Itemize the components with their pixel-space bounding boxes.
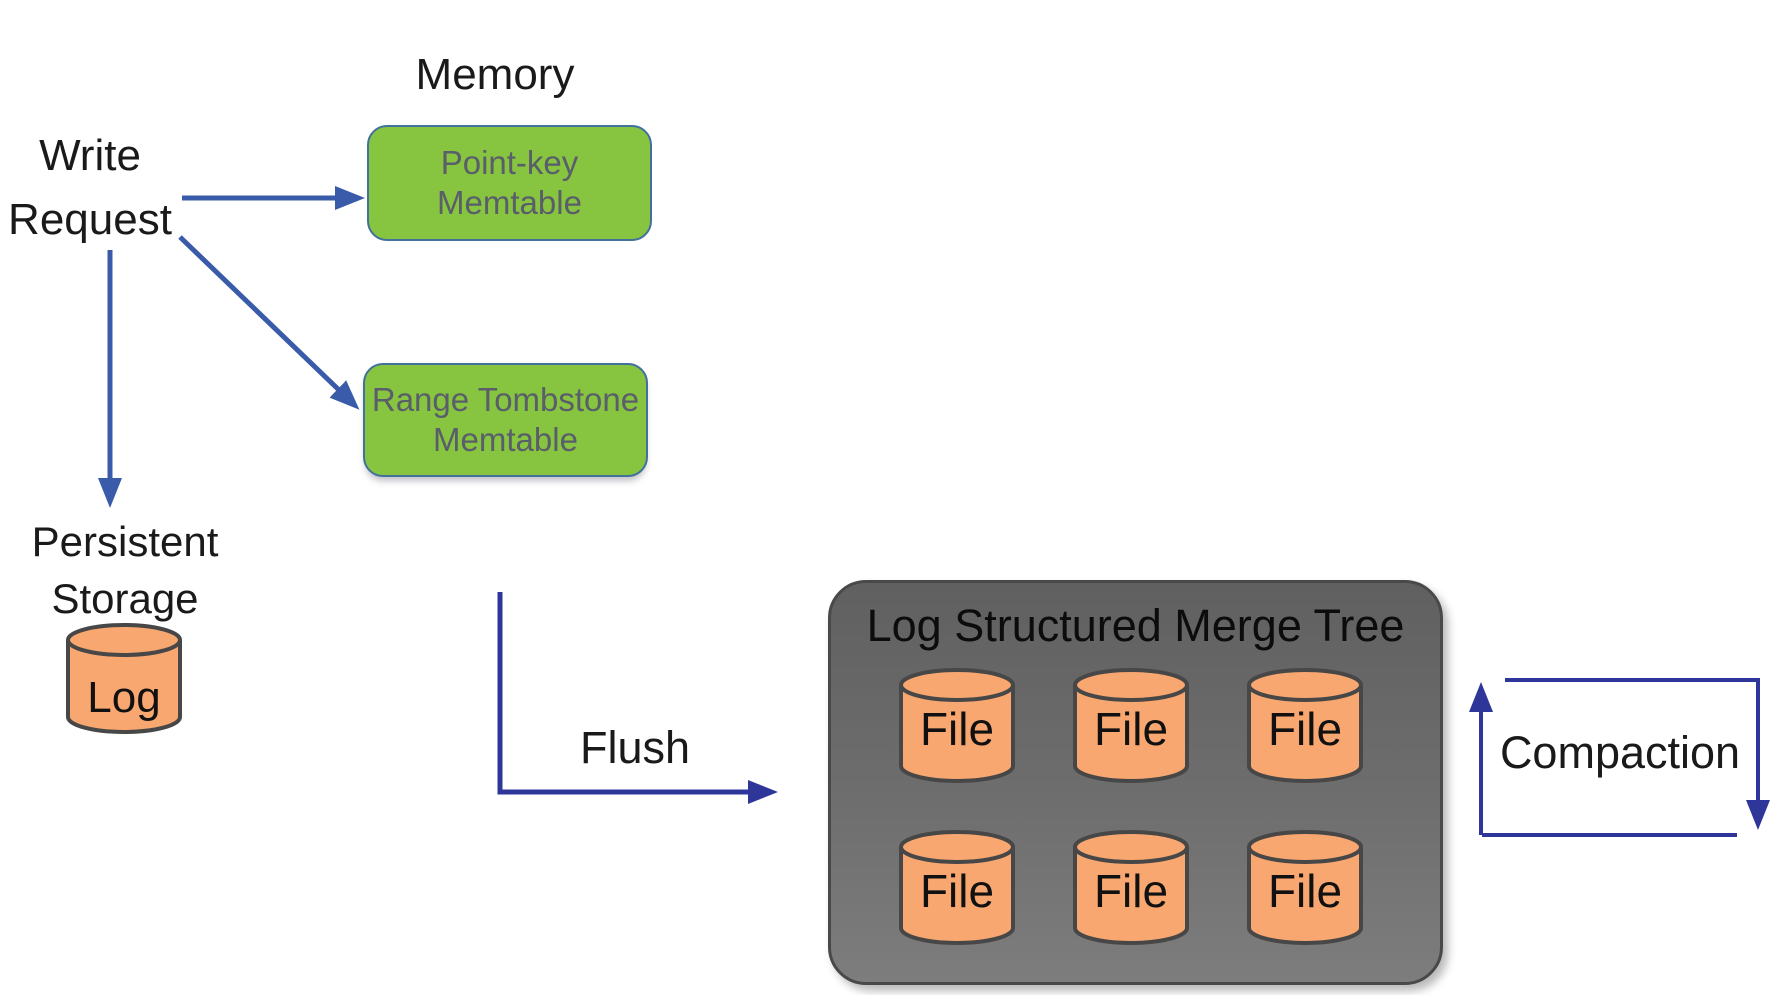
log-cylinder-body [66,640,182,734]
file-cylinder-6: File [1247,830,1363,945]
point-key-memtable-line1: Point-key [440,144,579,181]
write-request-line2: Request [8,195,172,244]
flush-label: Flush [579,722,691,773]
point-key-memtable-box: Point-key Memtable [367,125,652,241]
arrow-flush-to-lsm-tree [497,592,778,804]
persistent-storage-label: Persistent Storage [15,513,235,627]
memory-section-title: Memory [415,50,575,99]
file-cylinder-label: File [1094,703,1168,755]
file-cylinder-label: File [920,703,994,755]
file-cylinder-label: File [920,865,994,917]
file-cylinder-top [1247,830,1363,864]
arrow-compaction-top-right-down [1505,678,1770,830]
persistent-storage-line1: Persistent [31,518,219,565]
file-cylinder-1: File [899,668,1015,783]
compaction-label: Compaction [1499,727,1741,778]
write-request-line1: Write [39,131,141,180]
file-cylinder-top [1247,668,1363,702]
range-tombstone-memtable-line1: Range Tombstone [371,381,640,418]
log-cylinder: Log [66,623,182,734]
log-cylinder-label: Log [87,673,160,722]
range-tombstone-memtable-line2: Memtable [433,421,578,458]
file-cylinder-body [899,847,1015,945]
range-tombstone-memtable-box: Range Tombstone Memtable [363,363,648,477]
file-cylinder-3: File [1247,668,1363,783]
file-cylinder-top [899,668,1015,702]
persistent-storage-line2: Storage [51,575,199,622]
file-cylinder-top [1073,830,1189,864]
file-cylinder-5: File [1073,830,1189,945]
write-request-label: Write Request [0,124,180,252]
file-cylinder-2: File [1073,668,1189,783]
file-cylinder-4: File [899,830,1015,945]
file-cylinder-body [1247,685,1363,783]
file-cylinder-top [1073,668,1189,702]
file-cylinder-body [899,685,1015,783]
file-cylinder-label: File [1094,865,1168,917]
file-cylinder-body [1073,685,1189,783]
point-key-memtable-line2: Memtable [437,184,582,221]
file-cylinder-label: File [1268,865,1342,917]
lsm-tree-title: Log Structured Merge Tree [866,600,1405,651]
file-cylinder-body [1073,847,1189,945]
file-cylinder-body [1247,847,1363,945]
log-cylinder-top [66,623,182,657]
file-cylinder-top [899,830,1015,864]
arrow-write-to-range-memtable [178,235,360,410]
file-cylinder-label: File [1268,703,1342,755]
